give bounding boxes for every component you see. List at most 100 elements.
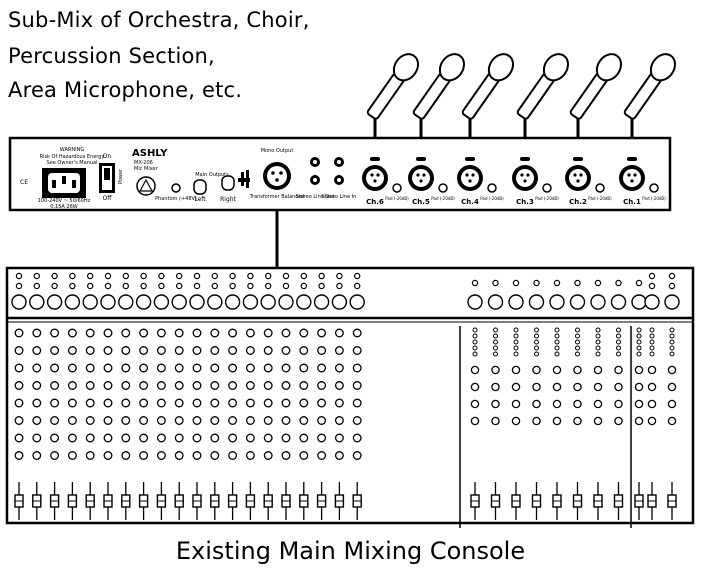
console-knob xyxy=(64,294,81,310)
console-button xyxy=(594,279,602,287)
mono-output-label: Mono Output xyxy=(261,148,294,154)
console-knob xyxy=(528,294,545,310)
console-knob xyxy=(614,365,623,375)
pad-label: Pad (-20dB) xyxy=(431,196,455,201)
console-knob xyxy=(121,346,131,355)
console-knob xyxy=(82,294,98,310)
console-knob xyxy=(67,451,77,460)
console-small-knob xyxy=(595,333,601,339)
console-knob xyxy=(156,346,166,355)
console-knob xyxy=(156,416,166,425)
mono-output-xlr-icon xyxy=(263,162,291,190)
console-button xyxy=(648,272,656,280)
fader-icon xyxy=(192,482,202,520)
console-button xyxy=(533,279,540,287)
console-knob xyxy=(667,399,677,409)
console-knob xyxy=(317,416,327,425)
console-knob xyxy=(245,433,255,443)
ground-lift-switch-icon xyxy=(238,170,250,188)
console-knob xyxy=(334,451,344,460)
caption-line-2: Percussion Section, xyxy=(8,44,215,68)
fader-icon xyxy=(352,482,362,520)
console-small-knob xyxy=(649,345,655,351)
console-small-knob xyxy=(616,327,621,333)
console-caption: Existing Main Mixing Console xyxy=(175,537,526,565)
console-small-knob xyxy=(493,327,498,333)
console-knob xyxy=(634,399,644,409)
console-small-knob xyxy=(493,345,498,351)
console-knob xyxy=(103,363,113,373)
pad-label: Pad (-20dB) xyxy=(642,196,666,201)
console-knob xyxy=(32,381,42,390)
console-knob xyxy=(242,294,259,310)
console-knob xyxy=(171,294,187,310)
console-knob xyxy=(334,363,344,373)
phantom-label: Phantom (+48V) xyxy=(155,196,197,202)
console-knob xyxy=(634,365,644,375)
right-output-jack-icon xyxy=(221,175,235,191)
console-button xyxy=(615,279,622,287)
console-knob xyxy=(103,381,113,390)
fader-icon xyxy=(210,482,220,520)
power-switch-icon xyxy=(99,163,115,193)
console-button xyxy=(282,282,290,290)
console-knob xyxy=(67,363,77,373)
console-knob xyxy=(103,398,113,408)
console-knob xyxy=(189,294,205,310)
console-knob xyxy=(210,328,220,338)
console-knob xyxy=(14,346,24,355)
console-button xyxy=(175,282,183,290)
console-knob xyxy=(85,363,95,373)
console-knob xyxy=(139,363,149,373)
console-button xyxy=(282,272,290,280)
console-knob xyxy=(32,398,42,408)
console-small-knob xyxy=(513,339,519,345)
console-knob xyxy=(552,399,562,409)
fader-icon xyxy=(647,482,657,520)
console-knob xyxy=(593,399,603,409)
console-button xyxy=(265,272,272,280)
fader-icon xyxy=(299,482,309,520)
console-knob xyxy=(121,416,131,425)
console-knob xyxy=(50,381,60,390)
console-small-knob xyxy=(575,333,580,339)
fader-icon xyxy=(121,482,131,520)
console-knob xyxy=(317,346,327,355)
console-knob xyxy=(156,433,166,443)
console-small-knob xyxy=(534,327,539,333)
fader-icon xyxy=(32,482,42,520)
console-knob xyxy=(228,328,238,338)
fader-icon xyxy=(572,482,583,520)
console-knob xyxy=(210,433,220,443)
pad-switch-icon xyxy=(595,183,605,193)
console-button xyxy=(265,282,272,290)
console-knob xyxy=(569,294,586,310)
console-small-knob xyxy=(669,351,675,357)
pad-switch-icon xyxy=(392,183,402,193)
console-knob xyxy=(245,381,255,390)
switch-off-label: Off xyxy=(103,195,113,202)
console-knob xyxy=(67,416,77,425)
console-knob xyxy=(281,381,291,390)
console-button xyxy=(33,272,41,280)
console-button xyxy=(69,272,76,280)
console-knob xyxy=(139,433,149,443)
console-knob xyxy=(647,382,657,392)
console-button xyxy=(574,279,581,287)
console-small-knob xyxy=(472,333,478,339)
console-button xyxy=(122,282,130,290)
console-small-knob xyxy=(616,339,621,345)
console-knob xyxy=(470,382,480,392)
console-knob xyxy=(228,363,238,373)
console-small-knob xyxy=(472,345,478,351)
console-small-knob xyxy=(595,327,601,333)
console-small-knob xyxy=(649,351,655,357)
fader-icon xyxy=(470,482,480,520)
console-button xyxy=(140,282,147,290)
console-knob xyxy=(281,328,291,338)
console-button xyxy=(336,282,343,290)
xlr-connector-icon xyxy=(408,157,434,191)
console-knob xyxy=(67,433,77,443)
console-small-knob xyxy=(636,351,642,357)
fader-icon xyxy=(667,482,677,520)
